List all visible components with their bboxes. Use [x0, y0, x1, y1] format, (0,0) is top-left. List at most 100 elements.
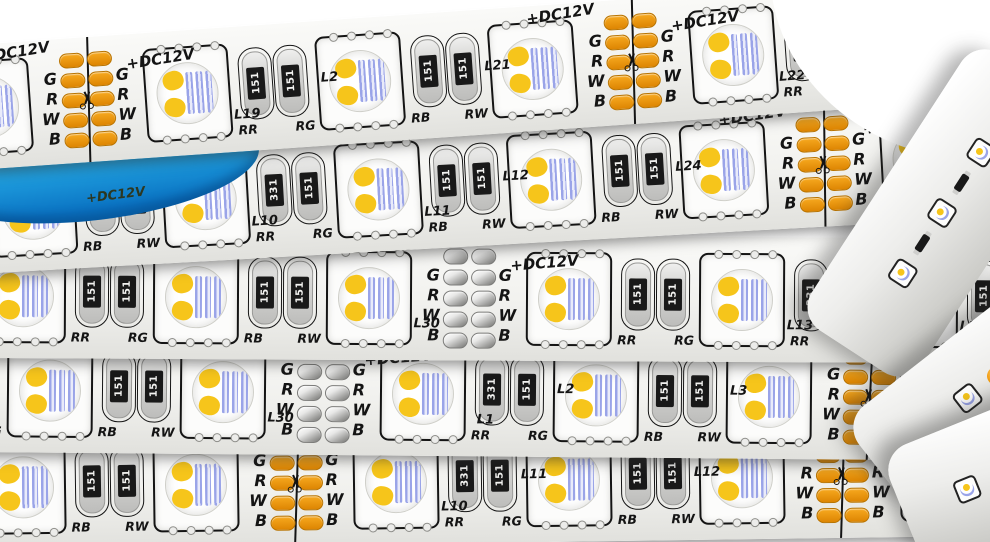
led-die — [367, 58, 378, 101]
solder-blob-pad — [296, 405, 322, 422]
led-die — [787, 375, 795, 418]
resistor-label: RW — [654, 205, 679, 222]
led-die-group — [367, 276, 395, 319]
copper-pad — [63, 132, 90, 149]
resistor-code: 151 — [259, 280, 271, 304]
led-phosphor-yellow — [705, 29, 732, 55]
led-module: L13 — [699, 249, 813, 350]
led-phosphor-yellow — [526, 182, 551, 205]
led-die-group — [422, 372, 449, 415]
led-ref-label: L11 — [423, 202, 452, 220]
resistor-label: RG — [674, 332, 695, 348]
copper-pad — [632, 32, 659, 49]
resistor: 151 — [101, 349, 137, 422]
led-notch — [167, 337, 177, 347]
led-phosphor-yellow — [0, 488, 23, 513]
led-phosphor-yellow — [23, 391, 49, 416]
led-notch — [394, 338, 404, 348]
resistor-band: 151 — [975, 279, 990, 312]
channel-label-w: W — [853, 168, 873, 189]
led-dome — [337, 266, 401, 329]
led-die-group — [21, 465, 49, 508]
resistor-label: RG — [312, 224, 334, 241]
led-notch — [559, 520, 569, 530]
scissors-loop — [295, 485, 302, 493]
led-notch — [353, 121, 363, 132]
resistor-code: 151 — [494, 463, 506, 487]
channel-label-w: W — [822, 403, 840, 424]
channel-label-w: W — [871, 481, 890, 501]
channel-label-r: R — [781, 152, 795, 173]
led-notch — [75, 431, 85, 441]
resistor-code: 331 — [268, 178, 281, 202]
led-notch — [525, 109, 536, 120]
resistor-band: 151 — [117, 275, 137, 308]
led-ref-label: L19 — [233, 105, 261, 123]
resistor-label: RW — [136, 234, 161, 251]
channel-label-b: B — [427, 324, 440, 344]
led-notch — [768, 249, 778, 259]
resistor: 151 — [635, 131, 674, 206]
led-dome — [364, 450, 428, 514]
led-phosphor-yellow — [743, 397, 769, 422]
led-notch — [388, 228, 399, 239]
led-phosphor-yellow — [170, 486, 196, 510]
led-notch — [340, 338, 350, 348]
solder-blob-pad — [324, 363, 350, 380]
led-die — [721, 148, 731, 191]
channel-label-b: B — [872, 501, 885, 521]
led-notch — [61, 247, 71, 257]
led-die — [21, 465, 29, 508]
led-notch — [714, 340, 724, 350]
led-notch — [0, 336, 4, 346]
led-notch — [48, 336, 58, 346]
resistor-code: 151 — [121, 469, 133, 492]
led-package — [152, 246, 240, 347]
led-notch — [538, 129, 548, 139]
copper-pad — [798, 176, 824, 193]
led-notch — [203, 337, 213, 347]
resistor-band: 151 — [437, 163, 457, 197]
solder-blob-pad — [442, 331, 468, 349]
resistor: 151 — [409, 33, 449, 108]
led-ref-label: L12 — [693, 464, 721, 480]
resistor-code: 151 — [440, 168, 454, 192]
copper-pad — [608, 94, 635, 111]
led-phosphor-yellow — [397, 368, 423, 392]
led-die — [568, 156, 578, 200]
solder-blob-pad — [324, 426, 350, 443]
resistor-code: 151 — [284, 68, 298, 92]
led-ref-label: L24 — [674, 157, 703, 175]
channel-label-g: G — [426, 264, 440, 284]
led-notch — [412, 434, 422, 444]
resistor-band: 151 — [290, 276, 310, 309]
resistor-code: 151 — [667, 282, 679, 306]
led-phosphor-yellow — [160, 67, 187, 93]
solder-blob-pad — [470, 269, 496, 286]
led-phosphor-yellow — [343, 272, 369, 296]
led-die — [760, 455, 768, 498]
led-phosphor-yellow — [0, 270, 23, 294]
led-notch — [215, 238, 226, 249]
resistor-label: RB — [71, 518, 91, 535]
solder-blob-pad — [296, 363, 322, 380]
led-notch — [448, 434, 458, 444]
led-notch — [198, 132, 209, 142]
led-phosphor-yellow — [197, 366, 223, 390]
led-package — [699, 249, 786, 350]
scissors-icon — [814, 156, 832, 176]
led-notch — [707, 96, 718, 107]
copper-pad — [297, 455, 323, 471]
led-module-small — [964, 136, 990, 170]
led-die — [558, 157, 568, 200]
led-package — [332, 137, 424, 241]
led-notch — [430, 434, 440, 444]
led-die — [422, 372, 430, 415]
led-notch — [180, 240, 190, 251]
resistor-label: RG — [127, 329, 148, 345]
